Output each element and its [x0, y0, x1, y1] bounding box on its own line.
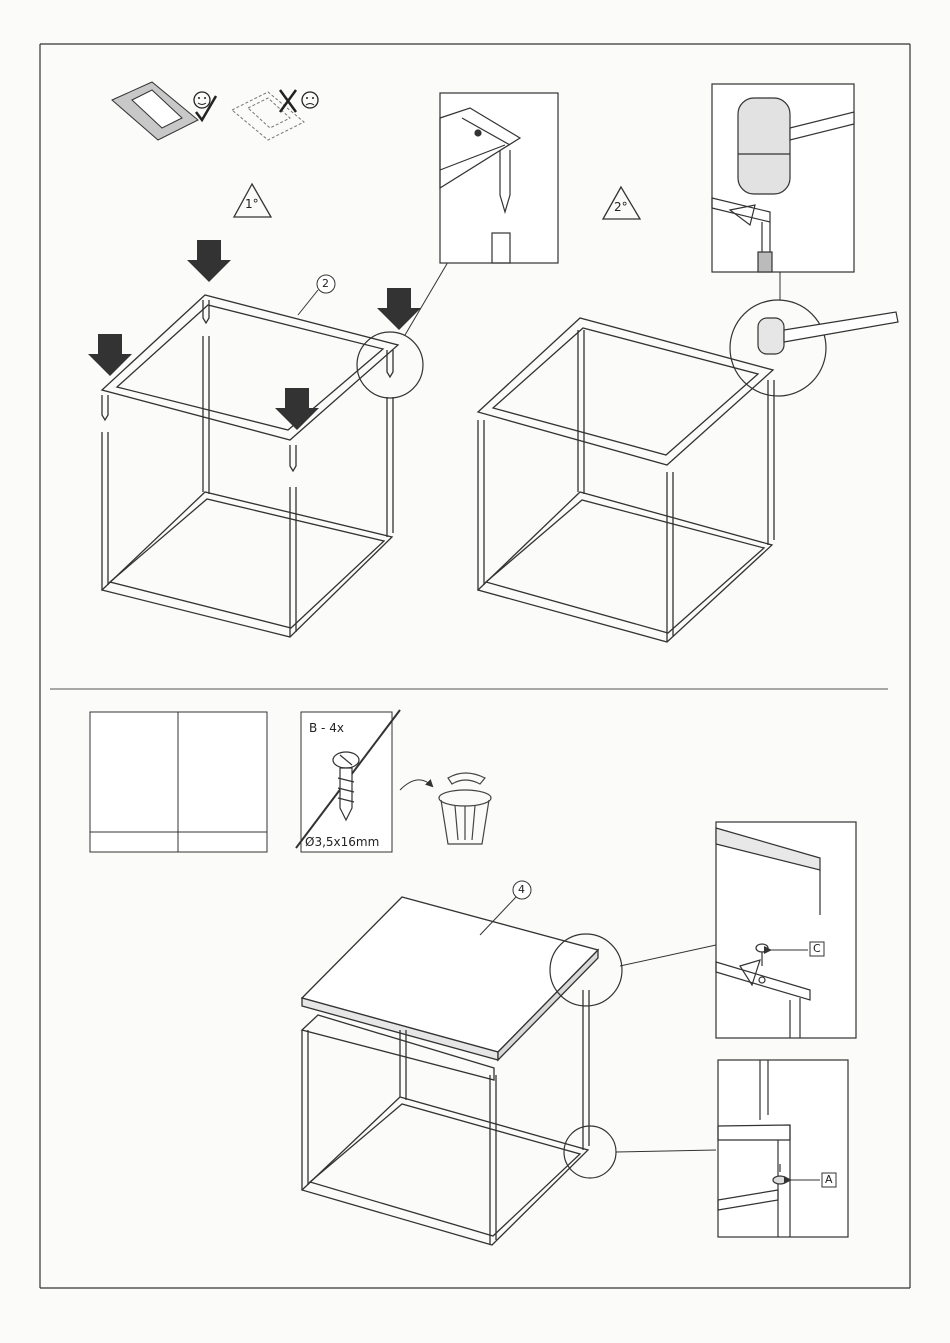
part-c-label: C [813, 943, 821, 954]
step-1-label: 1° [245, 198, 259, 210]
parts-table [90, 712, 267, 852]
hardware-code-qty: B - 4x [309, 722, 344, 734]
frame-cube-assembled [478, 318, 774, 642]
detail-screw-c [716, 822, 856, 1038]
part-a-label: A [825, 1174, 833, 1185]
trash-bin-icon [439, 773, 491, 844]
press-down-arrows [88, 240, 421, 430]
callout-2-label: 2 [322, 278, 329, 289]
detail-pin-insert [440, 93, 558, 263]
detail-magnifier-1 [357, 332, 423, 398]
detail-foot-a [718, 1060, 848, 1237]
hardware-size: Ø3,5x16mm [305, 836, 379, 848]
callout-4-label: 4 [518, 884, 525, 895]
discard-arrow [400, 780, 432, 790]
step-2-label: 2° [614, 201, 628, 213]
protective-mat-not-ok-icon [232, 90, 318, 140]
protective-mat-ok-icon [112, 82, 216, 140]
tabletop-panel [302, 897, 598, 1060]
detail-mallet-tap [712, 84, 854, 272]
mallet-icon [758, 312, 898, 354]
frame-cube-exploded [102, 295, 398, 637]
